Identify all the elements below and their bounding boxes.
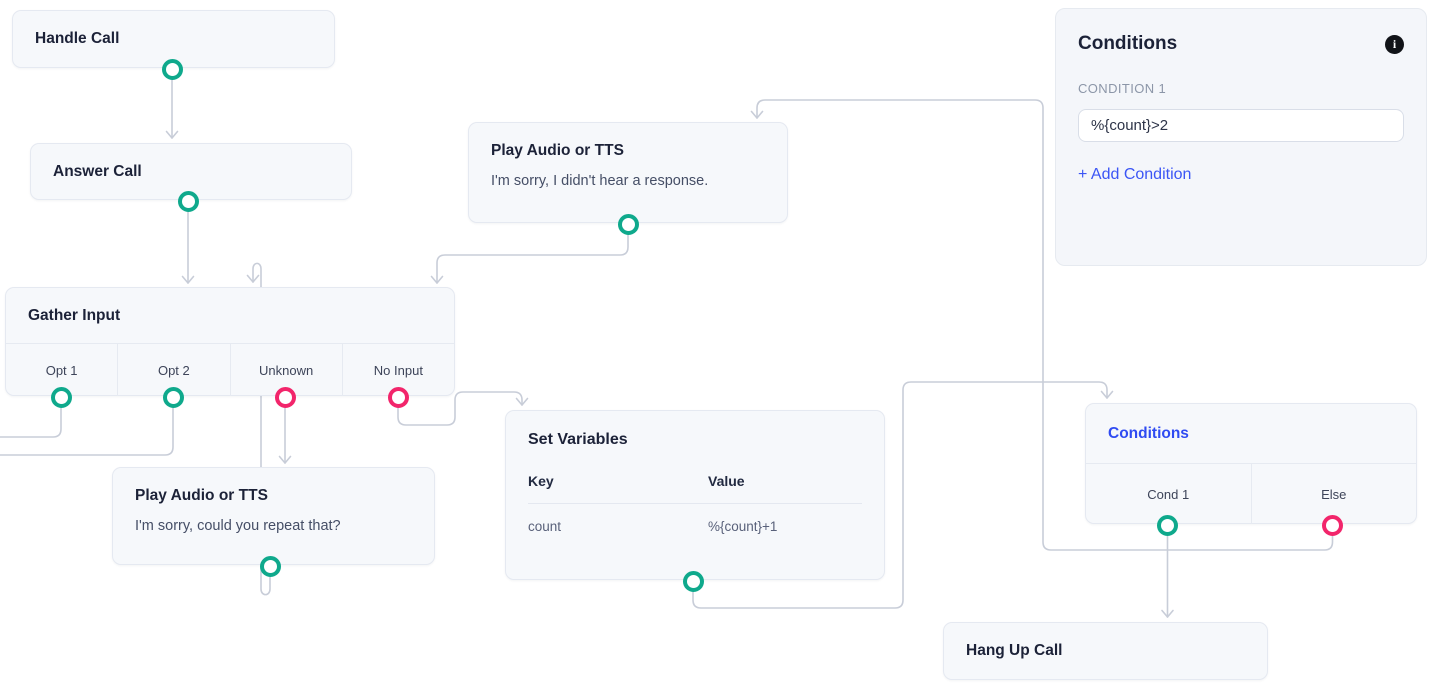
node-title: Play Audio or TTS [491, 142, 624, 159]
variable-key: count [528, 519, 562, 534]
add-condition-link[interactable]: + Add Condition [1078, 166, 1192, 183]
node-answer-call[interactable]: Answer Call [30, 143, 352, 200]
node-title: Answer Call [53, 162, 142, 180]
variable-value: %{count}+1 [708, 519, 778, 534]
node-handle-call[interactable]: Handle Call [12, 10, 335, 68]
edge-noinput-to-setvars [397, 391, 523, 426]
edge-playtop-to-gather [436, 231, 629, 284]
condition-expression-input[interactable] [1078, 109, 1404, 142]
conditions-panel: Conditions i CONDITION 1 + Add Condition [1055, 8, 1427, 266]
node-message: I'm sorry, could you repeat that? [135, 518, 341, 534]
edge-playbottom-to-gather-arrow [246, 274, 260, 283]
node-title: Hang Up Call [966, 642, 1063, 659]
edge-cond1-to-hangup-arrow [1161, 609, 1174, 618]
branch-cond-1[interactable]: Cond 1 [1086, 464, 1252, 524]
node-gather-input[interactable]: Gather Input Opt 1 Opt 2 Unknown No Inpu… [5, 287, 455, 396]
node-set-variables[interactable]: Set Variables Key Value count %{count}+1 [505, 410, 885, 580]
edge-noinput-to-setvars-arrow [515, 397, 529, 406]
node-title: Handle Call [35, 30, 120, 47]
branch-no-input[interactable]: No Input [373, 362, 423, 378]
branch-row: Cond 1 Else [1086, 463, 1416, 524]
node-conditions[interactable]: Conditions Cond 1 Else [1085, 403, 1417, 524]
output-port-answer-call[interactable] [177, 190, 199, 212]
node-title: Gather Input [28, 306, 121, 324]
branch-opt-2[interactable]: Opt 2 [118, 344, 231, 396]
output-port-no-input[interactable] [387, 386, 409, 408]
node-play-audio-top[interactable]: Play Audio or TTS I'm sorry, I didn't he… [468, 122, 788, 223]
edge-unknown-to-playbottom-arrow [278, 455, 292, 464]
branch-row: Opt 1 Opt 2 Unknown No Input [6, 343, 454, 396]
variables-table-row: count %{count}+1 [528, 519, 862, 534]
node-title: Conditions [1108, 424, 1189, 442]
edge-else-to-playtop-arrow [750, 110, 764, 119]
node-hang-up-call[interactable]: Hang Up Call [943, 622, 1268, 680]
variables-table-header: Key Value [528, 473, 862, 489]
output-port-set-variables[interactable] [682, 570, 704, 592]
output-port-cond-1[interactable] [1157, 514, 1178, 536]
condition-section-label: CONDITION 1 [1078, 81, 1167, 96]
edge-opt1-offscreen [0, 404, 62, 438]
column-key: Key [528, 473, 554, 489]
node-message: I'm sorry, I didn't hear a response. [491, 173, 709, 189]
output-port-opt-1[interactable] [50, 386, 72, 408]
table-divider [528, 503, 862, 504]
node-title: Play Audio or TTS [135, 487, 268, 504]
edge-handle-to-answer-arrow [165, 130, 179, 139]
output-port-else[interactable] [1322, 514, 1343, 536]
edge-answer-to-gather-arrow [181, 275, 195, 284]
branch-opt-1[interactable]: Opt 1 [6, 344, 119, 396]
column-value: Value [708, 473, 745, 489]
node-title: Set Variables [528, 431, 628, 448]
output-port-handle-call[interactable] [161, 58, 183, 80]
edge-playtop-to-gather-arrow [430, 275, 444, 284]
branch-else[interactable]: Else [1321, 486, 1347, 502]
branch-unknown[interactable]: Unknown [231, 344, 343, 396]
output-port-play-audio-bottom[interactable] [259, 555, 281, 577]
panel-title: Conditions [1078, 33, 1178, 54]
info-icon[interactable]: i [1385, 34, 1404, 54]
output-port-play-audio-top[interactable] [617, 213, 639, 235]
output-port-unknown[interactable] [274, 386, 296, 408]
edge-opt2-offscreen [0, 404, 174, 456]
edge-setvars-to-conditions-arrow [1100, 390, 1114, 399]
node-play-audio-bottom[interactable]: Play Audio or TTS I'm sorry, could you r… [112, 467, 435, 565]
output-port-opt-2[interactable] [162, 386, 184, 408]
